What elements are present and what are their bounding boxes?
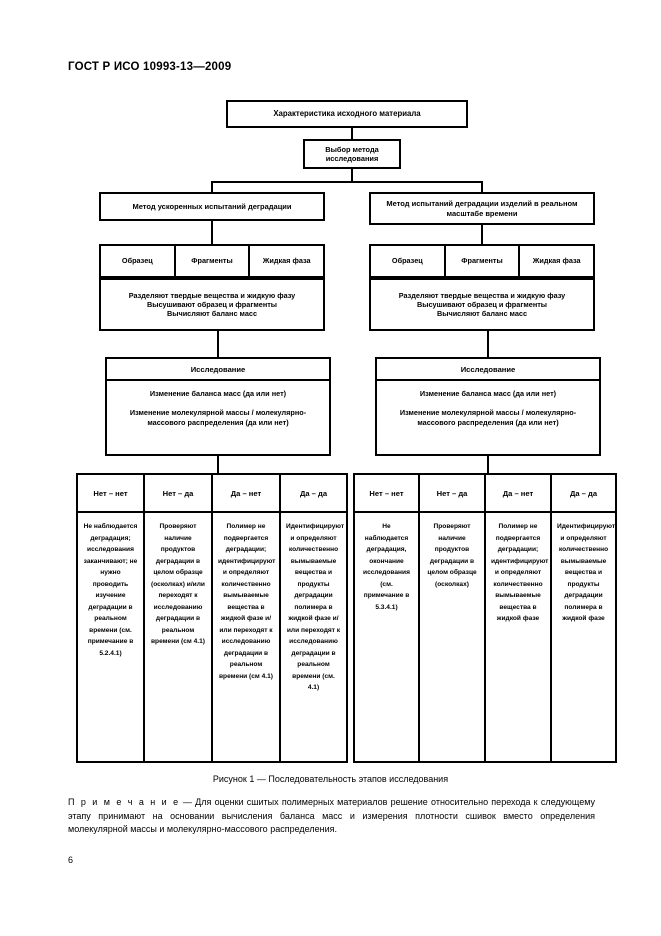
flow-box-method-left-label: Метод ускоренных испытаний деградации: [132, 201, 292, 211]
research-left-items: Изменение баланса масс (да или нет) Изме…: [107, 381, 329, 436]
connector-to-left-method: [211, 181, 213, 192]
result-column-left-3: Да – нет Полимер не подвергается деграда…: [212, 473, 280, 763]
research-left-item-2: Изменение молекулярной массы / молекуляр…: [129, 407, 307, 427]
research-right-items: Изменение баланса масс (да или нет) Изме…: [377, 381, 599, 436]
sample-cell-specimen-right: Образец: [371, 246, 446, 276]
result-column-right-3: Да – нет Полимер не подвергается деграда…: [485, 473, 551, 763]
note-text: — Для оценки сшитых полимерных материало…: [68, 797, 595, 834]
flow-box-research-left: Исследование Изменение баланса масс (да …: [105, 357, 331, 456]
flow-box-start: Характеристика исходного материала: [226, 100, 468, 128]
research-right-item-2: Изменение молекулярной массы / молекуляр…: [399, 407, 577, 427]
result-text-left-1: Не наблюдается деградация; исследования …: [83, 523, 138, 657]
sample-cell-liquid-phase-left: Жидкая фаза: [262, 256, 311, 266]
figure-note: П р и м е ч а н и е — Для оценки сшитых …: [68, 796, 595, 837]
sample-cell-specimen-left: Образец: [101, 246, 176, 276]
result-column-right-1: Нет – нет Не наблюдается деградация, око…: [353, 473, 419, 763]
result-text-left-2: Проверяют наличие продуктов деградации в…: [150, 523, 205, 646]
connector-right-method-to-samples: [481, 225, 483, 244]
figure-caption: Рисунок 1 — Последовательность этапов ис…: [212, 774, 449, 784]
connector-start-to-choice: [351, 128, 353, 139]
flow-box-choice-label: Выбор метода исследования: [325, 144, 379, 163]
connector-right-procedure-to-research: [487, 331, 489, 357]
result-header-left-1: Нет – нет: [78, 475, 143, 513]
procedure-left-line-2: Высушивают образец и фрагменты: [146, 299, 278, 309]
research-right-title: Исследование: [377, 359, 599, 381]
procedure-left-line-1: Разделяют твердые вещества и жидкую фазу: [128, 290, 296, 300]
flow-box-method-right-label: Метод испытаний деградации изделий в реа…: [386, 199, 578, 218]
result-text-right-4: Идентифицируют и определяют количественн…: [557, 523, 616, 623]
connector-left-method-to-samples: [211, 221, 213, 244]
flow-box-choice: Выбор метода исследования: [303, 139, 401, 169]
result-column-right-4: Да – да Идентифицируют и определяют коли…: [551, 473, 617, 763]
sample-cell-fragments-right: Фрагменты: [446, 246, 521, 276]
result-column-left-4: Да – да Идентифицируют и определяют коли…: [280, 473, 348, 763]
result-header-left-2: Нет – да: [145, 475, 211, 513]
result-text-left-4: Идентифицируют и определяют количественн…: [286, 523, 345, 692]
note-label: П р и м е ч а н и е: [68, 797, 180, 807]
results-group-right: Нет – нет Не наблюдается деградация, око…: [353, 473, 617, 763]
result-header-left-4: Да – да: [281, 475, 346, 513]
result-text-left-3: Полимер не подвергается деградации; иден…: [218, 523, 276, 680]
research-right-item-1: Изменение баланса масс (да или нет): [419, 389, 557, 398]
flow-box-procedure-right-label: Разделяют твердые вещества и жидкую фазу…: [396, 291, 569, 318]
result-text-right-2: Проверяют наличие продуктов деградации в…: [427, 523, 477, 588]
sample-cell-fragments-left: Фрагменты: [176, 246, 251, 276]
connector-choice-down: [351, 169, 353, 181]
flow-box-procedure-left-label: Разделяют твердые вещества и жидкую фазу…: [126, 291, 299, 318]
result-text-right-3: Полимер не подвергается деградации; иден…: [491, 523, 549, 623]
flow-box-method-left: Метод ускоренных испытаний деградации: [99, 192, 325, 221]
procedure-right-line-3: Вычисляют баланс масс: [436, 309, 528, 319]
flow-row-samples-left: Образец Фрагменты Жидкая фаза: [99, 244, 325, 278]
result-header-right-4: Да – да: [552, 475, 615, 513]
connector-left-research-to-results: [217, 456, 219, 473]
document-standard-header: ГОСТ Р ИСО 10993-13—2009: [68, 61, 232, 73]
flow-box-start-label: Характеристика исходного материала: [273, 109, 421, 119]
research-left-title: Исследование: [107, 359, 329, 381]
flow-box-procedure-left: Разделяют твердые вещества и жидкую фазу…: [99, 278, 325, 331]
connector-right-research-to-results: [487, 456, 489, 473]
result-text-right-1: Не наблюдается деградация, окончание исс…: [363, 523, 410, 611]
sample-cell-liquid-phase-right: Жидкая фаза: [532, 256, 581, 266]
result-header-right-2: Нет – да: [420, 475, 484, 513]
results-group-left: Нет – нет Не наблюдается деградация; исс…: [76, 473, 348, 763]
research-left-item-1: Изменение баланса масс (да или нет): [149, 389, 287, 398]
flow-box-procedure-right: Разделяют твердые вещества и жидкую фазу…: [369, 278, 595, 331]
result-column-left-1: Нет – нет Не наблюдается деградация; исс…: [76, 473, 144, 763]
flow-box-method-right: Метод испытаний деградации изделий в реа…: [369, 192, 595, 225]
result-header-right-1: Нет – нет: [355, 475, 418, 513]
connector-split-bus: [211, 181, 483, 183]
flow-row-samples-right: Образец Фрагменты Жидкая фаза: [369, 244, 595, 278]
connector-to-right-method: [481, 181, 483, 192]
flow-box-research-right: Исследование Изменение баланса масс (да …: [375, 357, 601, 456]
result-header-left-3: Да – нет: [213, 475, 279, 513]
result-column-right-2: Нет – да Проверяют наличие продуктов дег…: [419, 473, 485, 763]
procedure-left-line-3: Вычисляют баланс масс: [166, 309, 258, 319]
procedure-right-line-2: Высушивают образец и фрагменты: [416, 299, 548, 309]
result-column-left-2: Нет – да Проверяют наличие продуктов дег…: [144, 473, 212, 763]
connector-left-procedure-to-research: [217, 331, 219, 357]
result-header-right-3: Да – нет: [486, 475, 550, 513]
procedure-right-line-1: Разделяют твердые вещества и жидкую фазу: [398, 290, 566, 300]
page-number: 6: [68, 855, 74, 865]
